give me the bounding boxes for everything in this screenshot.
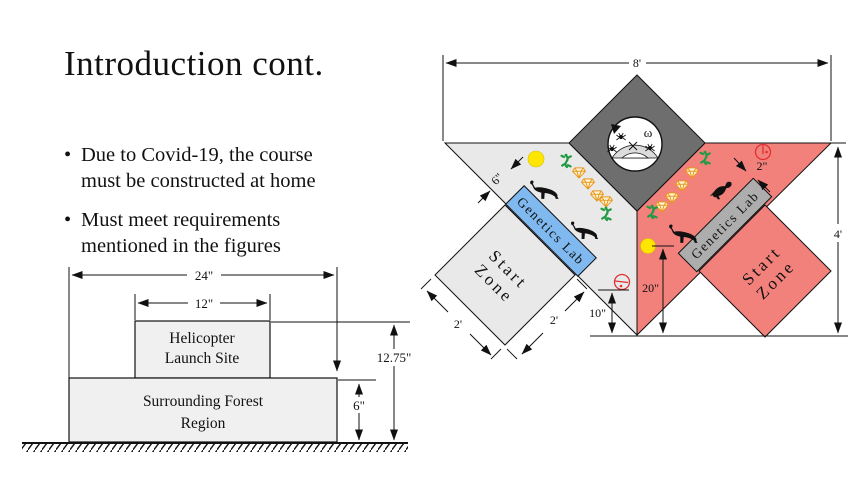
base-label-line1: Surrounding Forest: [143, 393, 264, 410]
page-title: Introduction cont.: [64, 44, 324, 83]
bullet-dot: •: [64, 209, 72, 231]
dim-4ft-label: 4': [834, 227, 842, 241]
course-layout-diagram: Start Zone Start Zone Genetics Lab Genet…: [420, 55, 848, 360]
dimension-12in: 12": [134, 294, 271, 320]
dimension-6in: 6": [353, 383, 365, 441]
bullet-1-line-1: Due to Covid-19, the course: [81, 144, 313, 166]
hazard-marker-icon: [754, 143, 772, 161]
dim-8ft-label: 8': [633, 56, 641, 70]
pad-label-line2: Launch Site: [165, 350, 240, 367]
start-zone-left-diamond: [434, 204, 576, 346]
ball-icon: [527, 150, 545, 168]
dim-2ft-left-label: 2': [454, 317, 462, 331]
arrow-glyph: [611, 124, 621, 134]
bullet-dot: •: [64, 144, 72, 166]
dimension-10in: 10": [589, 289, 629, 334]
x-mark: [628, 141, 638, 151]
omega-symbol: ω: [644, 125, 653, 140]
list-item: • Due to Covid-19, the course must be cons…: [64, 142, 434, 194]
dim-2ft-right-label: 2': [550, 313, 558, 327]
bullet-2-line-1: Must meet requirements: [81, 209, 281, 231]
dimension-2ft-right: 2': [506, 278, 588, 360]
dim-12-75in-label: 12.75": [377, 350, 412, 365]
dim-2in-strip-label: 2": [757, 159, 768, 173]
helipad-target-icon: ω: [607, 116, 663, 172]
bullet-2-line-2: mentioned in the figures: [81, 235, 281, 257]
helicopter-launch-site-box: [134, 320, 271, 379]
surrounding-forest-box: [68, 377, 338, 443]
list-item: • Must meet requirements mentioned in the …: [64, 207, 434, 259]
ground-hatch: [22, 442, 408, 452]
pad-label-line1: Helicopter: [169, 330, 235, 347]
dimension-4ft: 4': [831, 142, 846, 334]
dimension-24in: 24": [68, 267, 341, 378]
dim-20in-label: 20": [642, 281, 659, 295]
launch-site-diagram: Helicopter Launch Site Surrounding Fores…: [22, 267, 411, 452]
dim-24in-label: 24": [195, 268, 213, 283]
dim-12in-label: 12": [195, 296, 213, 311]
bullet-list: • Due to Covid-19, the course must be cons…: [64, 142, 434, 259]
dimension-2in-strip: 2": [733, 157, 771, 193]
dimension-2ft-left: 2': [420, 278, 502, 360]
dimension-20in: 20": [642, 245, 674, 334]
slide-text-block: Introduction cont. • Due to Covid-19, the…: [64, 44, 434, 272]
bullet-1-line-2: must be constructed at home: [81, 170, 316, 192]
start-zone-right-diamond: [698, 204, 832, 338]
dimension-12-75in: 12.75": [377, 324, 412, 441]
base-label-line2: Region: [181, 415, 226, 432]
dim-6in-label: 6": [353, 398, 365, 413]
dimension-8ft: 8': [442, 55, 832, 141]
dim-10in-label: 10": [589, 306, 606, 320]
